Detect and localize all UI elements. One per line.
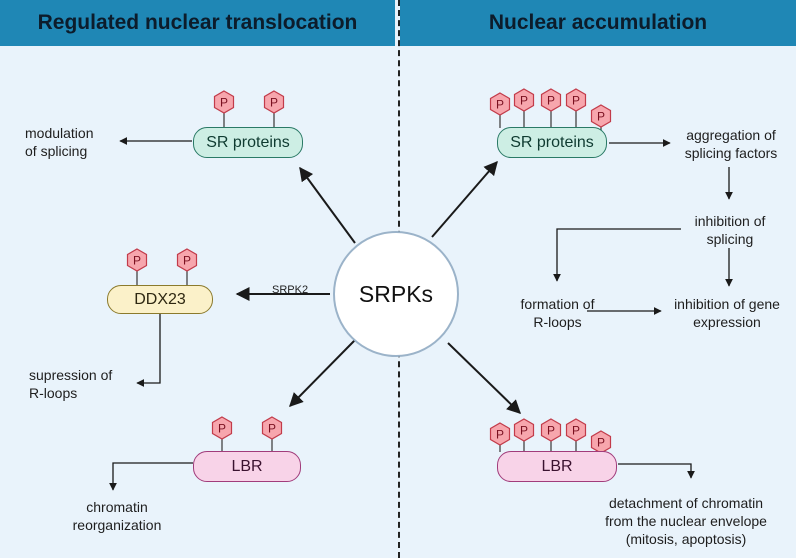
phospho-label: P [268,422,276,436]
arrow-srpk-to-right-lbr [447,342,522,414]
arrow-lbr-to-chromatin [109,462,193,491]
modulation-line-2: of splicing [25,143,88,159]
ddx23-box: DDX23 [107,285,213,314]
inhibition-gene-line-1: inhibition of gene [674,296,780,312]
srpk2-label: SRPK2 [272,284,309,296]
phospho-icon: P [540,88,562,112]
phospho-label: P [220,96,228,110]
phospho-label: P [133,254,141,268]
aggregation-line-2: splicing factors [684,145,778,161]
phospho-label: P [218,422,226,436]
header-nuclear-accumulation: Nuclear accumulation [400,0,796,46]
phospho-group-left-sr: P P [213,90,285,114]
formation-of-r-loops-label: formation of R-loops [510,295,605,331]
phospho-icon: P [211,416,233,440]
phospho-label: P [520,424,528,438]
phospho-icon: P [263,90,285,114]
phospho-icon: P [261,416,283,440]
detachment-line-1: detachment of chromatin [608,495,764,511]
srpk-arrows [235,160,522,414]
arrow-srpk-to-left-lbr [289,339,356,407]
phospho-icon: P [513,88,535,112]
ddx23-label: DDX23 [134,290,186,308]
arrow-ddx23-to-supression [136,310,161,387]
phospho-label: P [572,94,580,108]
chromatin-line-2: reorganization [72,517,162,533]
detachment-of-chromatin-label: detachment of chromatin from the nuclear… [590,494,782,548]
sr-proteins-box-left: SR proteins [193,127,303,158]
phospho-icon: P [540,418,562,442]
phospho-icon: P [213,90,235,114]
phospho-label: P [547,424,555,438]
srpks-label: SRPKs [358,280,434,307]
lbr-box-right: LBR [497,451,617,482]
chromatin-reorganization-label: chromatin reorganization [62,498,172,534]
phospho-label: P [547,94,555,108]
inhibition-of-gene-expression-label: inhibition of gene expression [662,295,792,331]
phospho-label: P [520,94,528,108]
phospho-label: P [270,96,278,110]
lbr-label: LBR [231,457,263,475]
formation-line-1: formation of [520,296,595,312]
phospho-group-left-ddx23: P P [126,248,198,272]
header-regulated-nuclear-translocation: Regulated nuclear translocation [0,0,395,46]
phospho-label: P [597,436,605,450]
formation-line-2: R-loops [533,314,582,330]
sr-proteins-label: SR proteins [206,133,290,151]
phospho-label: P [496,98,504,112]
phospho-icon: P [489,92,511,116]
detachment-line-2: from the nuclear envelope [605,513,767,529]
phospho-label: P [572,424,580,438]
chromatin-line-1: chromatin [86,499,148,515]
phospho-label: P [496,428,504,442]
phospho-icon: P [565,418,587,442]
inhibition-gene-line-2: expression [693,314,761,330]
detachment-line-3: (mitosis, apoptosis) [625,531,747,547]
inhibition-of-splicing-label: inhibition of splicing [680,212,780,248]
arrow-inhibition-to-formation [553,228,681,282]
inhibition-splicing-line-1: inhibition of [694,213,766,229]
lbr-label: LBR [541,457,573,475]
phospho-icon: P [590,430,612,454]
srpks-node: SRPKs [333,231,459,357]
phospho-group-right-lbr: P P P P P [489,418,612,454]
flow-arrows [109,137,733,491]
phospho-group-left-lbr: P P [211,416,283,440]
arrow-srpk-to-right-sr [431,160,498,238]
phospho-icon: P [176,248,198,272]
phospho-icon: P [126,248,148,272]
lbr-box-left: LBR [193,451,301,482]
arrow-srpk-to-left-sr [299,166,356,244]
phospho-label: P [183,254,191,268]
supression-of-r-loops-label: supression of R-loops [29,366,112,402]
phospho-group-right-sr: P P P P P [489,88,612,128]
phospho-icon: P [489,422,511,446]
modulation-of-splicing-label: modulation of splicing [25,124,94,160]
aggregation-of-splicing-factors-label: aggregation of splicing factors [671,126,791,162]
sr-proteins-box-right: SR proteins [497,127,607,158]
supression-line-1: supression of [29,367,113,383]
aggregation-line-1: aggregation of [686,127,776,143]
modulation-line-1: modulation [25,125,94,141]
phospho-icon: P [590,104,612,128]
phospho-icon: P [565,88,587,112]
phospho-icon: P [513,418,535,442]
phospho-label: P [597,110,605,124]
supression-line-2: R-loops [29,385,78,401]
sr-proteins-label: SR proteins [510,133,594,151]
arrow-lbr-to-detachment [618,463,695,479]
inhibition-splicing-line-2: splicing [706,231,754,247]
